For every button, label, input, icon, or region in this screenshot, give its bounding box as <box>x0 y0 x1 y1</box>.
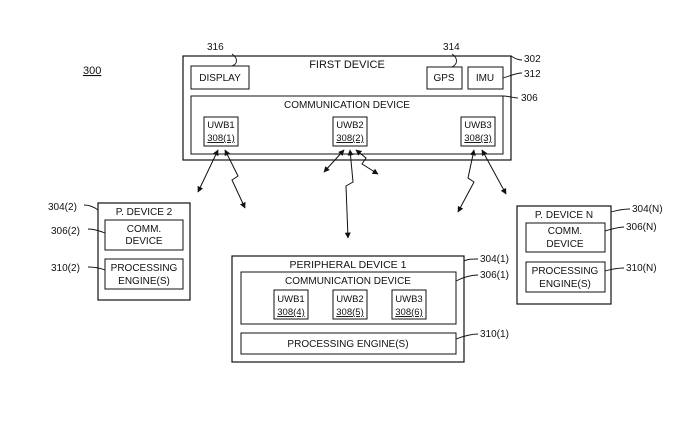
p-device-2-engine-line1: PROCESSING <box>111 263 178 274</box>
figure-ref: 300 <box>83 65 101 77</box>
p-device-n-comm-line1: COMM. <box>548 226 582 237</box>
peripheral-1-engine-box <box>240 332 457 355</box>
comm-device-label: COMMUNICATION DEVICE <box>284 100 410 111</box>
peripheral-1-ref: 304(1) <box>480 254 509 265</box>
p-device-n-engine-ref: 310(N) <box>626 263 657 274</box>
p-device-n-comm-line2: DEVICE <box>546 239 584 250</box>
uwb-ref: 308(2) <box>336 133 363 144</box>
first-device-ref: 302 <box>524 54 541 65</box>
display-label: DISPLAY <box>199 73 241 84</box>
gps-ref: 314 <box>443 42 460 53</box>
uwb-name: UWB3 <box>395 294 422 305</box>
p-device-2-comm-line2: DEVICE <box>125 236 163 247</box>
peripheral-1-title: PERIPHERAL DEVICE 1 <box>290 259 407 271</box>
uwb-ref: 308(3) <box>464 133 491 144</box>
signal-arrow <box>355 149 379 175</box>
peripheral-1-engine-label: PROCESSING ENGINE(S) <box>287 339 408 350</box>
p-device-2-engine-box <box>104 258 184 290</box>
uwb-name: UWB2 <box>336 120 363 131</box>
first-device: FIRST DEVICE DISPLAY GPS IMU COMMUNICATI… <box>182 55 512 161</box>
gps-label: GPS <box>433 73 454 84</box>
p-device-2-callouts <box>83 204 106 271</box>
p-device-2: P. DEVICE 2 COMM. DEVICE PROCESSING ENGI… <box>97 202 191 301</box>
p-device-2-title: P. DEVICE 2 <box>116 207 173 218</box>
wireless-links <box>197 149 507 239</box>
p-device-n-callouts <box>604 208 631 272</box>
signal-arrow <box>197 149 219 193</box>
display-box <box>190 65 250 90</box>
uwb-name: UWB1 <box>277 294 304 305</box>
imu-label: IMU <box>476 73 494 84</box>
p-device-2-comm-box <box>104 219 184 251</box>
uwb-name: UWB1 <box>207 120 234 131</box>
p-device-2-comm-ref: 306(2) <box>51 226 80 237</box>
first-device-title: FIRST DEVICE <box>309 59 385 71</box>
gps-box <box>426 66 463 90</box>
uwb-name: UWB3 <box>464 120 491 131</box>
uwb-ref: 308(5) <box>336 307 363 318</box>
first-device-callouts <box>231 53 523 99</box>
uwb-ref: 308(6) <box>395 307 422 318</box>
imu-ref: 312 <box>524 69 541 80</box>
p-device-2-engine-ref: 310(2) <box>51 263 80 274</box>
p-device-n-title: P. DEVICE N <box>535 210 593 221</box>
p-device-n-comm-ref: 306(N) <box>626 222 657 233</box>
p-device-2-comm-line1: COMM. <box>127 224 161 235</box>
signal-arrow <box>323 149 345 173</box>
signal-arrow <box>457 149 476 213</box>
p-device-2-ref: 304(2) <box>48 202 77 213</box>
p-device-2-engine-line2: ENGINE(S) <box>118 276 170 287</box>
signal-arrow <box>224 149 246 209</box>
p-device-n-comm-box <box>525 222 606 253</box>
p-device-n: P. DEVICE N COMM. DEVICE PROCESSING ENGI… <box>516 205 612 305</box>
peripheral-1-engine-ref: 310(1) <box>480 329 509 340</box>
p-device-n-engine-line1: PROCESSING <box>532 266 599 277</box>
display-ref: 316 <box>207 42 224 53</box>
uwb-module: UWB1 308(1) <box>203 116 239 147</box>
uwb-ref: 308(4) <box>277 307 304 318</box>
uwb-module: UWB3 308(3) <box>460 116 496 147</box>
p-device-n-engine-line2: ENGINE(S) <box>539 279 591 290</box>
uwb-module: UWB2 308(2) <box>332 116 368 147</box>
uwb-module: UWB1 308(4) <box>273 289 309 320</box>
signal-arrow <box>481 149 507 195</box>
signal-arrow <box>344 149 354 239</box>
comm-device-ref: 306 <box>521 93 538 104</box>
peripheral-device-1: PERIPHERAL DEVICE 1 COMMUNICATION DEVICE… <box>231 255 465 363</box>
uwb-ref: 308(1) <box>207 133 234 144</box>
p-device-n-engine-box <box>525 261 606 293</box>
peripheral-1-callouts <box>455 258 479 340</box>
peripheral-1-comm-label: COMMUNICATION DEVICE <box>285 276 411 287</box>
uwb-name: UWB2 <box>336 294 363 305</box>
uwb-module: UWB3 308(6) <box>391 289 427 320</box>
peripheral-1-comm-ref: 306(1) <box>480 270 509 281</box>
uwb-module: UWB2 308(5) <box>332 289 368 320</box>
p-device-n-ref: 304(N) <box>632 204 663 215</box>
